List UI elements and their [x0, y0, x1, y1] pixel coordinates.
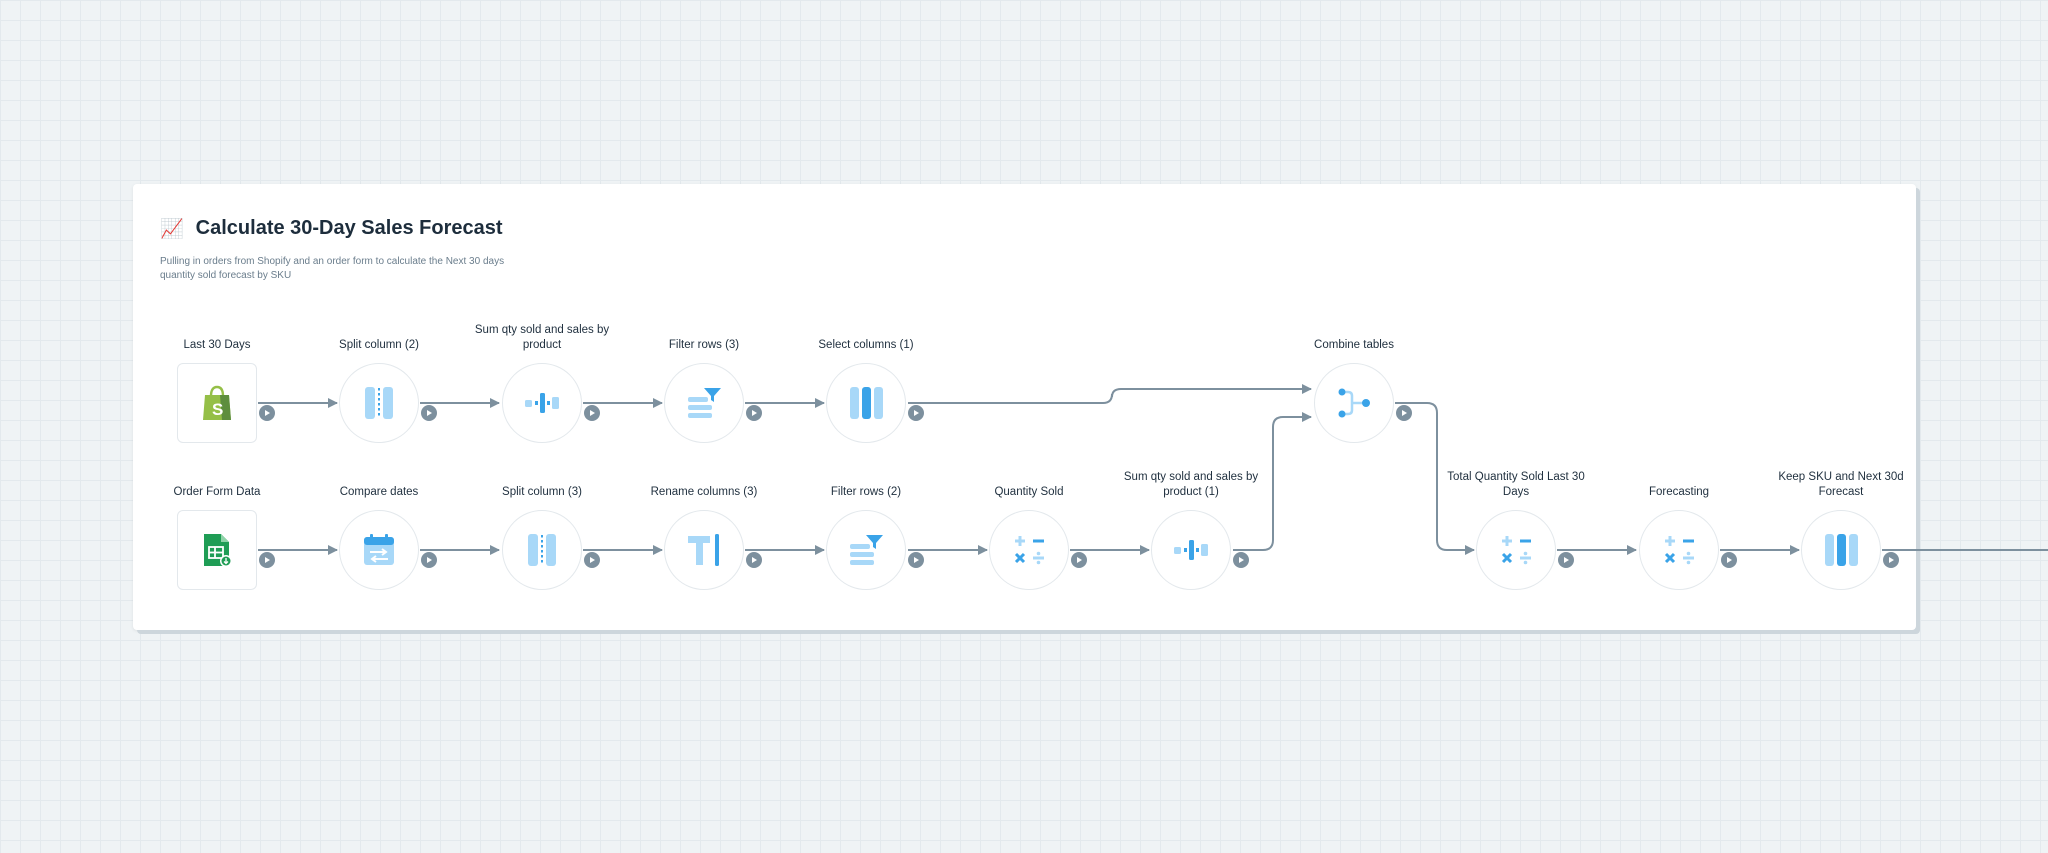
filter-rows-icon [688, 388, 721, 418]
run-step-icon[interactable] [746, 405, 762, 421]
run-step-icon[interactable] [421, 552, 437, 568]
edge [1395, 402, 1475, 555]
node-card[interactable] [1801, 510, 1881, 590]
split-column-icon [365, 387, 393, 419]
node-label: Quantity Sold [994, 486, 1064, 498]
node-card[interactable] [826, 510, 906, 590]
node-quantity-sold[interactable]: Quantity Sold [989, 486, 1087, 590]
node-sum-qty-sold-1[interactable]: Sum qty sold and sales by product (1) [1124, 471, 1258, 590]
split-column-icon [528, 534, 556, 566]
node-card[interactable] [1151, 510, 1231, 590]
run-step-icon[interactable] [259, 405, 275, 421]
run-step-icon[interactable] [908, 552, 924, 568]
edge [1233, 412, 1312, 551]
node-label: Select columns (1) [818, 339, 914, 351]
run-step-icon[interactable] [1233, 552, 1249, 568]
node-order-form-data[interactable]: Order Form Data [174, 486, 275, 590]
node-card[interactable]: S [177, 363, 257, 443]
node-card[interactable] [339, 363, 419, 443]
node-forecasting[interactable]: Forecasting [1639, 486, 1737, 590]
node-card[interactable] [177, 510, 257, 590]
run-step-icon[interactable] [746, 552, 762, 568]
node-label: Keep SKU and Next 30d Forecast [1778, 471, 1904, 498]
node-compare-dates[interactable]: Compare dates [339, 486, 437, 590]
node-keep-sku[interactable]: Keep SKU and Next 30d Forecast [1778, 471, 1904, 590]
node-card[interactable] [664, 510, 744, 590]
select-columns-icon [1825, 534, 1858, 566]
run-step-icon[interactable] [1721, 552, 1737, 568]
flow-title[interactable]: Calculate 30-Day Sales Forecast [195, 217, 503, 239]
node-card[interactable] [1314, 363, 1394, 443]
node-label: Sum qty sold and sales by product [474, 324, 610, 351]
run-step-icon[interactable] [259, 552, 275, 568]
node-label: Total Quantity Sold Last 30 Days [1447, 471, 1585, 498]
run-step-icon[interactable] [1071, 552, 1087, 568]
svg-text:S: S [212, 400, 223, 419]
group-sum-icon [1174, 540, 1208, 560]
node-label: Sum qty sold and sales by product (1) [1123, 471, 1259, 498]
node-card[interactable] [339, 510, 419, 590]
formula-icon [1501, 536, 1531, 565]
node-card[interactable] [502, 363, 582, 443]
node-card[interactable] [664, 363, 744, 443]
node-label: Filter rows (2) [830, 486, 902, 498]
node-last-30-days[interactable]: Last 30 Days S [177, 339, 275, 443]
node-select-columns-1[interactable]: Select columns (1) [818, 339, 924, 443]
node-label: Filter rows (3) [668, 339, 740, 351]
combine-tables-icon [1338, 388, 1370, 418]
node-card[interactable] [1476, 510, 1556, 590]
rename-columns-icon [688, 534, 719, 566]
node-filter-rows-2[interactable]: Filter rows (2) [826, 486, 924, 590]
node-label: Rename columns (3) [650, 486, 758, 498]
node-label: Last 30 Days [183, 339, 251, 351]
chart-emoji-icon: 📈 [160, 218, 184, 240]
node-rename-columns-3[interactable]: Rename columns (3) [651, 486, 762, 590]
node-split-column-2[interactable]: Split column (2) [339, 339, 437, 443]
node-label: Order Form Data [173, 486, 261, 498]
node-label: Compare dates [339, 486, 419, 498]
node-label: Split column (2) [339, 339, 419, 351]
node-label: Forecasting [1648, 486, 1710, 498]
select-columns-icon [850, 387, 883, 419]
edge [908, 384, 1312, 404]
formula-icon [1664, 536, 1694, 565]
flow-title-row: 📈 Calculate 30-Day Sales Forecast [160, 217, 503, 240]
node-combine-tables[interactable]: Combine tables [1314, 339, 1412, 443]
flow-description[interactable]: Pulling in orders from Shopify and an or… [160, 256, 505, 281]
node-filter-rows-3[interactable]: Filter rows (3) [664, 339, 762, 443]
run-step-icon[interactable] [1883, 552, 1899, 568]
node-split-column-3[interactable]: Split column (3) [502, 486, 600, 590]
node-card[interactable] [826, 363, 906, 443]
node-label: Split column (3) [502, 486, 582, 498]
node-label: Combine tables [1314, 339, 1394, 351]
run-step-icon[interactable] [421, 405, 437, 421]
run-step-icon[interactable] [908, 405, 924, 421]
run-step-icon[interactable] [1396, 405, 1412, 421]
node-card[interactable] [989, 510, 1069, 590]
google-sheets-icon [204, 534, 232, 567]
node-card[interactable] [1639, 510, 1719, 590]
run-step-icon[interactable] [584, 405, 600, 421]
compare-dates-icon [364, 534, 394, 565]
node-total-quantity-sold[interactable]: Total Quantity Sold Last 30 Days [1447, 471, 1585, 590]
filter-rows-icon [850, 535, 883, 565]
run-step-icon[interactable] [584, 552, 600, 568]
formula-icon [1014, 536, 1044, 565]
node-card[interactable] [502, 510, 582, 590]
group-sum-icon [525, 393, 559, 413]
shopify-icon: S [203, 385, 231, 420]
node-sum-qty-sold[interactable]: Sum qty sold and sales by product [475, 324, 609, 443]
run-step-icon[interactable] [1558, 552, 1574, 568]
